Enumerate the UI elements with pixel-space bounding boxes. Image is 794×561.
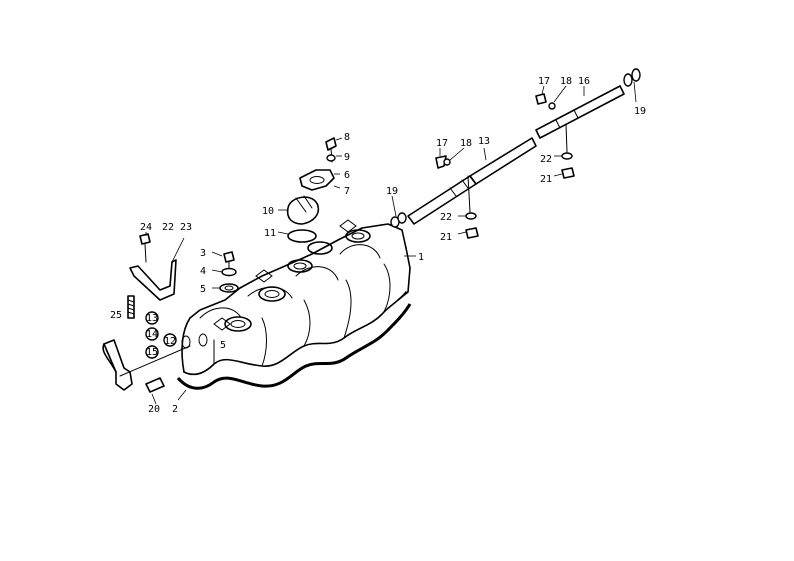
callout-18-lower: 18 — [460, 138, 472, 149]
stud-and-washers — [219, 251, 239, 293]
callout-16: 16 — [578, 76, 590, 87]
callout-19: 19 — [634, 106, 646, 117]
callout-17-lower: 17 — [436, 138, 448, 149]
callout-18: 18 — [560, 76, 572, 87]
callout-15: 15 — [146, 347, 158, 358]
callout-25: 25 — [110, 310, 122, 321]
callout-11: 11 — [264, 228, 276, 239]
callout-9: 9 — [344, 152, 350, 163]
cover-gasket — [176, 303, 412, 390]
leader-lines — [127, 81, 637, 405]
callout-5: 5 — [200, 284, 206, 295]
callout-12: 12 — [164, 336, 176, 347]
filler-cap-assembly — [286, 137, 337, 243]
callout-21-lower: 21 — [440, 232, 452, 243]
throttle-bracket — [129, 233, 177, 301]
callout-14: 14 — [146, 329, 158, 340]
throttle-lever-and-spring — [102, 295, 191, 393]
callout-7: 7 — [344, 186, 350, 197]
callout-6: 6 — [344, 170, 350, 181]
callout-22-bracket: 22 — [162, 222, 174, 233]
cylinder-head-cover — [181, 219, 411, 376]
callout-22-lower: 22 — [440, 212, 452, 223]
callout-17: 17 — [538, 76, 550, 87]
callout-4: 4 — [200, 266, 206, 277]
callout-13: 13 — [146, 313, 158, 324]
callout-20: 20 — [148, 404, 160, 415]
callout-21: 21 — [540, 174, 552, 185]
callout-3: 3 — [200, 248, 206, 259]
callout-5-lower: 5 — [220, 340, 226, 351]
callout-22: 22 — [540, 154, 552, 165]
callout-13-shaft: 13 — [478, 136, 490, 147]
callout-2: 2 — [172, 404, 178, 415]
lower-shaft — [390, 137, 537, 239]
callout-23: 23 — [180, 222, 192, 233]
callout-24: 24 — [140, 222, 152, 233]
callout-1: 1 — [418, 252, 424, 263]
callout-10: 10 — [262, 206, 274, 217]
callout-8: 8 — [344, 132, 350, 143]
callout-labels: 1 2 3 4 5 5 6 7 8 9 10 11 12 13 13 14 15… — [110, 76, 646, 415]
callout-19-lower: 19 — [386, 186, 398, 197]
upper-shaft — [535, 68, 641, 179]
